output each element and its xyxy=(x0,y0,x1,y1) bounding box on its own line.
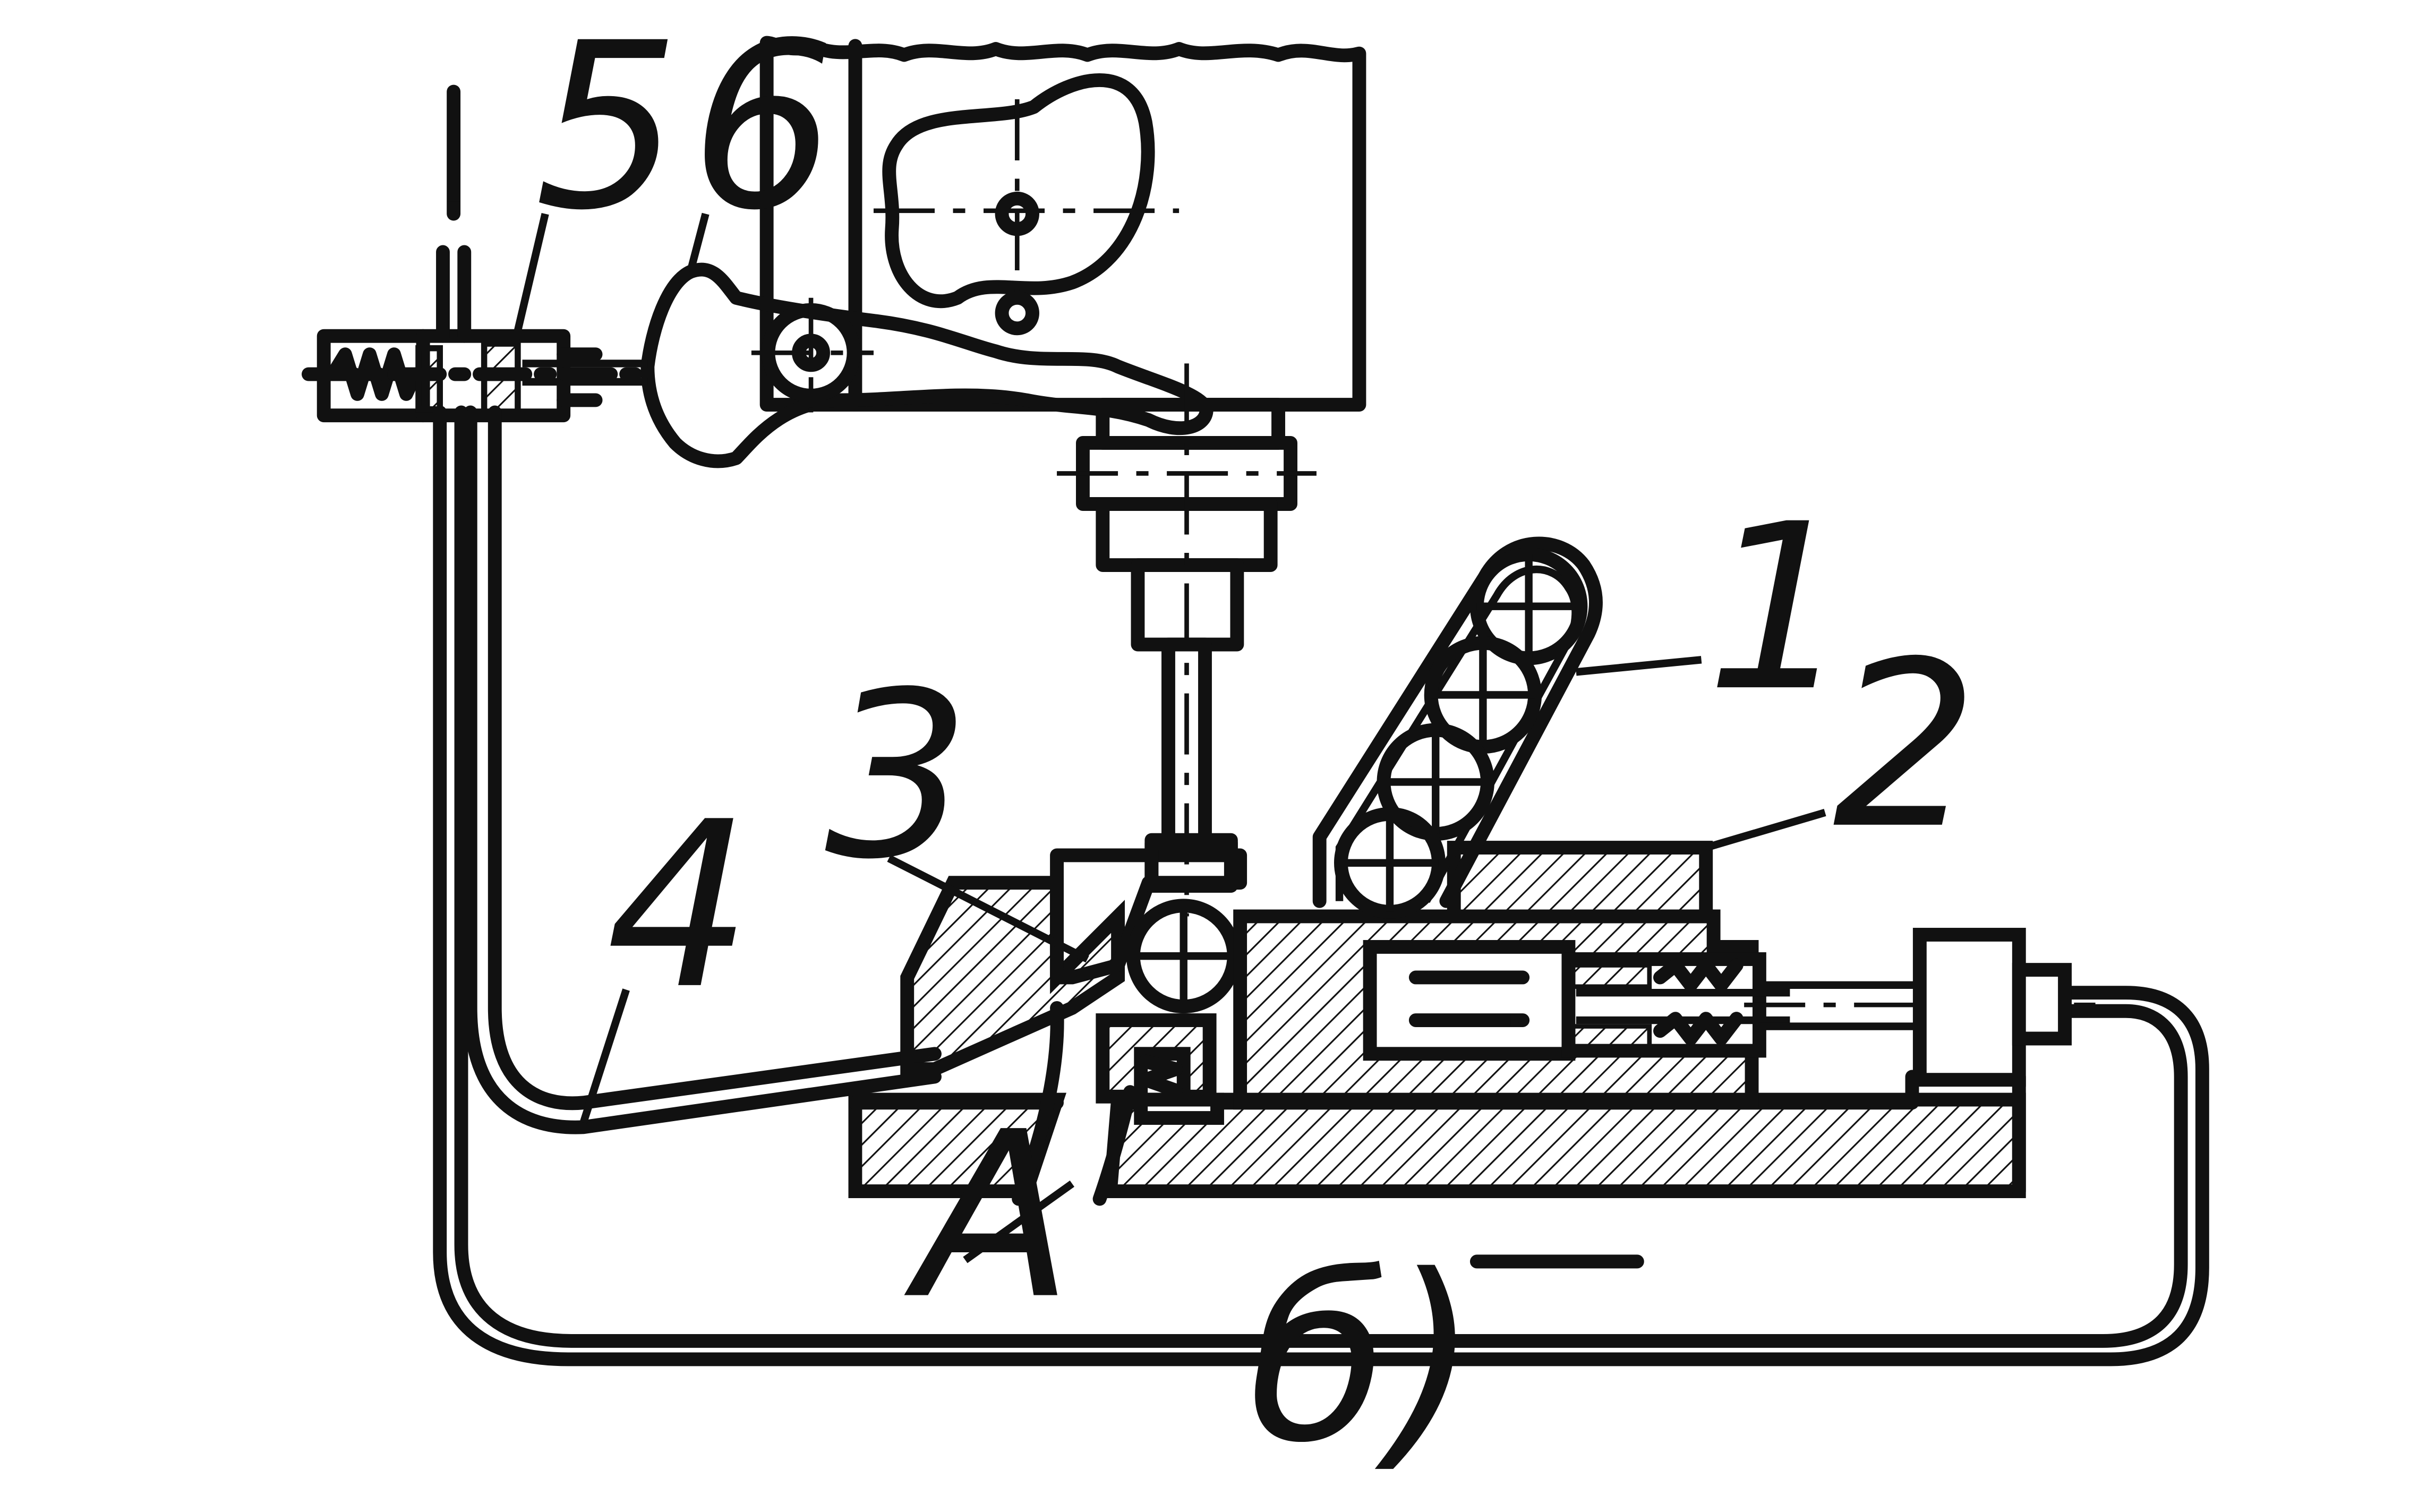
follower-pin-circle xyxy=(995,291,1039,336)
cam-profile xyxy=(873,73,1180,336)
hopper-tube-1 xyxy=(1312,536,1603,919)
vertical-spindle xyxy=(1057,363,1317,917)
ball-column xyxy=(1334,547,1588,919)
label-2: 2 xyxy=(1833,612,1978,879)
label-4: 4 xyxy=(606,773,752,1039)
labels: 1 2 3 4 5 6 A xyxy=(535,0,1979,1349)
ball-discharge xyxy=(1126,899,1241,1014)
main-return-pipe xyxy=(433,405,2209,1366)
label-5: 5 xyxy=(535,0,680,260)
label-a: A xyxy=(902,1083,1073,1349)
label-6: 6 xyxy=(690,0,836,260)
piston-rod xyxy=(1744,928,2096,1087)
spring-stop xyxy=(1096,1013,1224,1125)
slide-block-2 xyxy=(1233,841,1790,1110)
cam-shaft-circle xyxy=(995,191,1039,236)
guide-block-3 xyxy=(900,836,1247,1076)
figure-caption: б) xyxy=(1248,1226,1479,1493)
label-1: 1 xyxy=(1706,475,1851,741)
pipe-4 xyxy=(436,245,942,1134)
label-3: 3 xyxy=(825,643,970,909)
leader-lines xyxy=(511,212,1826,1263)
valve-5 xyxy=(301,329,655,423)
